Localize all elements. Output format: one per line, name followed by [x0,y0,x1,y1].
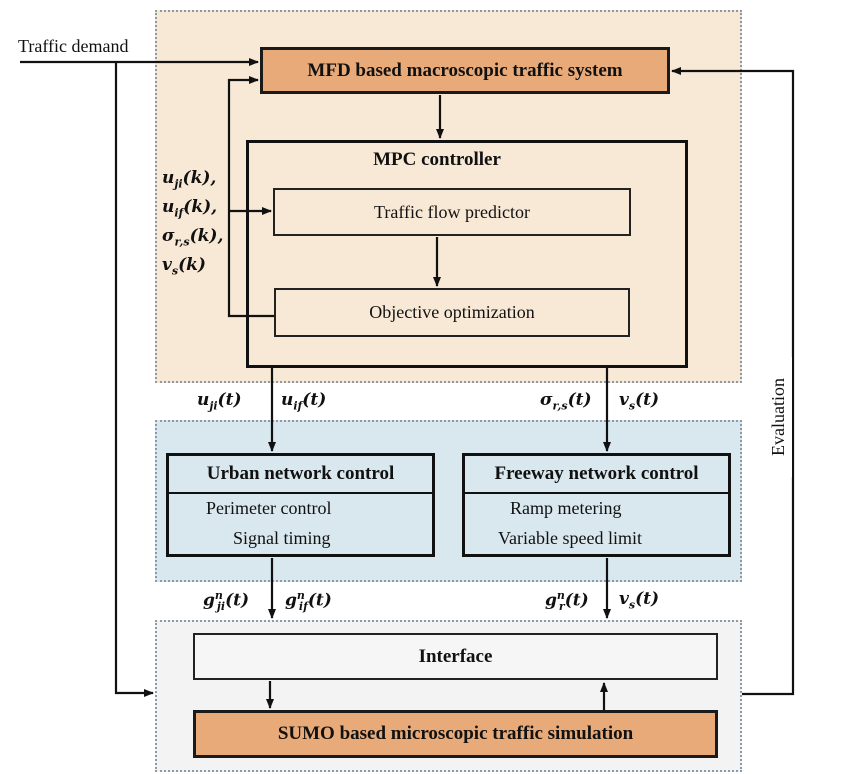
evaluation-label: Evaluation [768,357,792,477]
urban-network-control-box: Urban network control Perimeter control … [166,453,435,557]
arrow-evaluation-loop [671,67,795,696]
signal-sigma-rs-k: σr,s(k), [162,226,224,249]
predictor-label: Traffic flow predictor [374,201,530,222]
mpc-controller-title: MPC controller [373,149,501,170]
freeway-network-control-box: Freeway network control Ramp metering Va… [462,453,731,557]
arrow-optimizer-to-mfd [227,76,274,318]
arrow-demand-to-simulation [114,62,154,697]
interface-label: Interface [418,645,493,667]
sumo-simulation-box: SUMO based microscopic traffic simulatio… [193,710,718,758]
freeway-item-ramp-metering: Ramp metering [510,498,622,518]
mfd-system-label: MFD based macroscopic traffic system [307,59,623,81]
signal-g-r-t: gnr(t) [545,589,589,614]
traffic-flow-predictor-box: Traffic flow predictor [273,188,631,236]
urban-item-signal-timing: Signal timing [233,528,331,548]
urban-item-perimeter-control: Perimeter control [206,498,332,518]
traffic-demand-label: Traffic demand [18,36,129,56]
signal-u-if-k: uif(k), [162,197,218,220]
signal-u-if-t: uif(t) [281,390,327,413]
sumo-simulation-label: SUMO based microscopic traffic simulatio… [277,723,634,744]
mpc-controller-box: MPC controller [246,140,688,368]
signal-g-ji-t: gnji(t) [203,589,250,614]
signal-v-s-t: vs(t) [619,390,660,413]
freeway-item-variable-speed-limit: Variable speed limit [498,528,642,548]
mfd-macroscopic-system-box: MFD based macroscopic traffic system [260,47,670,94]
interface-box: Interface [193,633,718,680]
signal-u-ji-k: uji(k), [162,168,217,191]
urban-control-title: Urban network control [169,456,432,494]
optimizer-label: Objective optimization [369,302,535,322]
signal-u-ji-t: uji(t) [197,390,242,413]
signal-g-if-t: gnif(t) [285,589,332,614]
signal-v-s-k: vs(k) [162,255,206,278]
objective-optimization-box: Objective optimization [274,288,630,337]
signal-sigma-rs-t: σr,s(t) [540,390,592,413]
signal-v-s-t-micro: vs(t) [619,589,660,612]
freeway-control-title: Freeway network control [465,456,728,494]
